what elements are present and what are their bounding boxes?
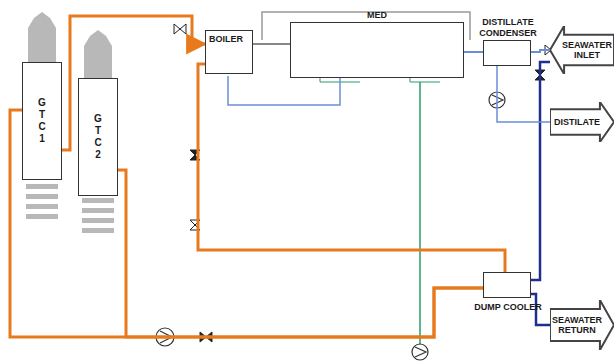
- pipe-connector: [118, 170, 483, 337]
- boiler-box: BOILER: [205, 30, 253, 74]
- pipe-connector: [497, 66, 550, 122]
- inlet-arrow: SEAWATER INLET: [550, 26, 614, 74]
- pipe-connector: [464, 51, 483, 53]
- med-drain-line: [228, 76, 340, 105]
- node-label: DISTILLATE CONDENSER: [473, 17, 543, 38]
- pipe-connector: [531, 50, 550, 52]
- node-label: DISTILATE: [552, 117, 612, 127]
- outlet-arrow: DISTILATE: [550, 102, 614, 142]
- pump-symbol: [156, 92, 505, 360]
- condenser-box: DISTILLATE CONDENSER: [483, 40, 531, 66]
- node-label: BOILER: [209, 34, 243, 44]
- pipe-connector: [253, 43, 290, 45]
- node-label: DUMP COOLER: [473, 302, 543, 312]
- brine-line: [419, 82, 421, 355]
- pipe-connector: [531, 62, 550, 280]
- node-label: G T C 1: [37, 97, 47, 145]
- turbine-box: G T C 2: [78, 78, 118, 196]
- pipe-connector: [198, 64, 505, 272]
- cooler-box: DUMP COOLER: [483, 272, 531, 298]
- node-label: MED: [291, 10, 463, 20]
- turbine-box: G T C 1: [22, 62, 62, 180]
- node-label: G T C 2: [93, 113, 103, 161]
- node-label: SEAWATER INLET: [550, 40, 614, 61]
- node-label: SEAWATER RETURN: [550, 315, 614, 336]
- return-arrow: SEAWATER RETURN: [550, 300, 614, 350]
- med-unit: MED: [290, 22, 464, 78]
